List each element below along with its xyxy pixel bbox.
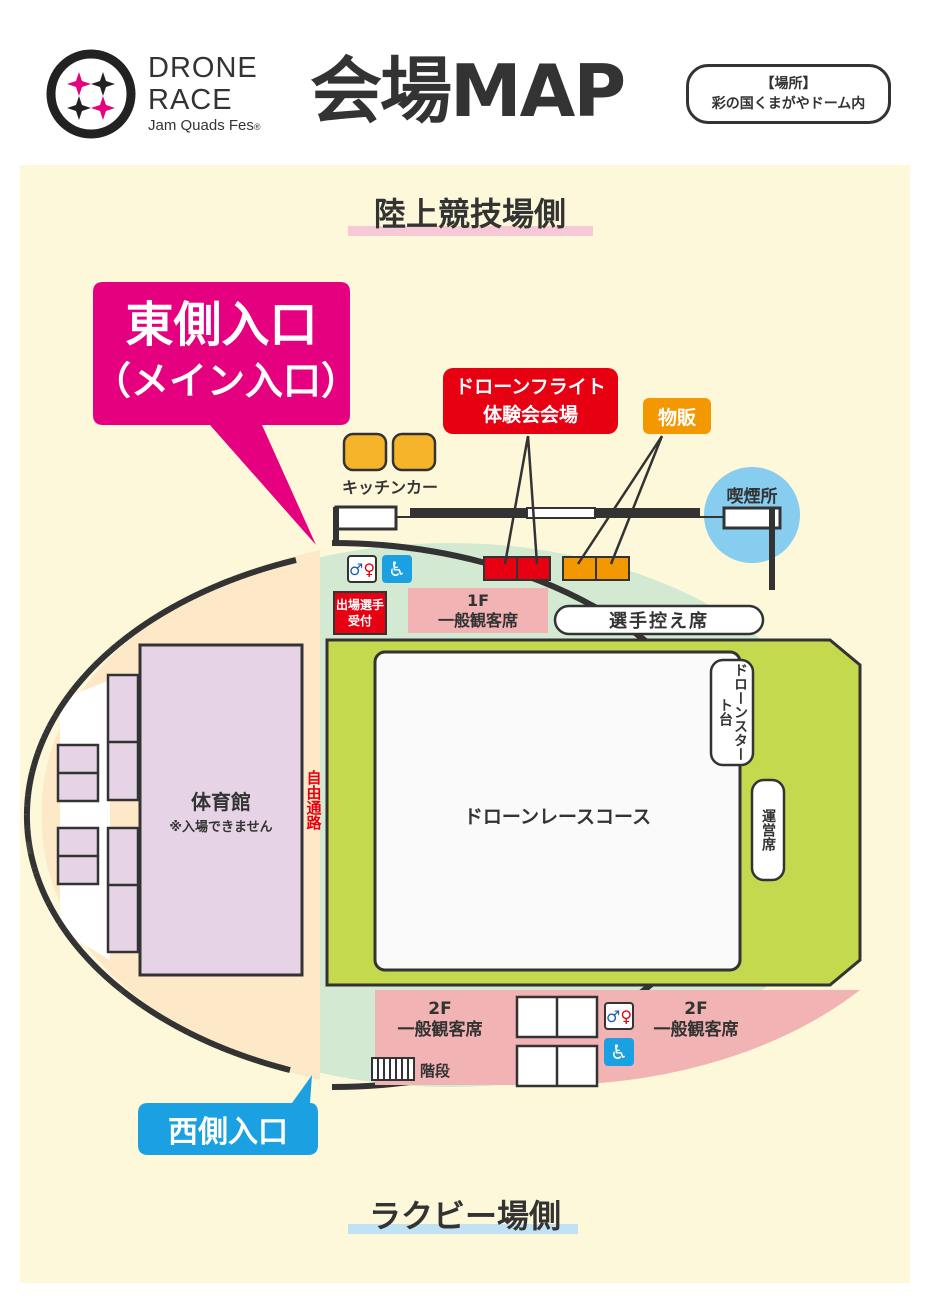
kitchen-car-1 (342, 432, 388, 472)
gym-note: ※入場できません (169, 820, 273, 835)
logo-mark-icon (46, 49, 136, 139)
east-entrance-title: 東側入口 (125, 296, 318, 353)
restroom-icon-2f: ♂♀ (604, 1002, 634, 1030)
free-path-label: 自由通路 (304, 770, 323, 830)
east-entrance-label: 東側入口 （メイン入口） (93, 290, 360, 415)
stairs-label: 階段 (420, 1062, 451, 1080)
east-entrance-subtitle: （メイン入口） (93, 358, 360, 403)
location-value: 彩の国くまがやドーム内 (711, 96, 866, 112)
drone-experience-line2: 体験会会場 (482, 404, 578, 426)
seats-2f-right-floor: 2F (684, 998, 708, 1019)
race-course (373, 650, 742, 972)
kitchen-car-2 (391, 432, 437, 472)
location-label: 【場所】 (760, 76, 817, 92)
smoking-label: 喫煙所 (726, 486, 778, 507)
south-side-label: ラクビー場側 (368, 1197, 561, 1235)
location-box: 【場所】 彩の国くまがやドーム内 (686, 64, 891, 124)
stadium-wall-west (23, 557, 297, 1073)
drone-experience-label: ドローンフライト 体験会会場 (443, 368, 618, 434)
logo-line1: DRONE (148, 52, 258, 84)
page-title: 会場MAP (310, 49, 626, 133)
logo: DRONE RACE Jam Quads Fes® (45, 48, 290, 140)
seats-2f-left-name: 一般観客席 (397, 1019, 483, 1040)
west-outside (60, 680, 110, 960)
stairs-icon (371, 1057, 415, 1081)
logo-subtitle: Jam Quads Fes (148, 117, 254, 134)
registered-mark: ® (253, 122, 261, 132)
logo-line3: Jam Quads Fes® (148, 118, 261, 133)
north-side-label: 陸上競技場側 (373, 195, 566, 233)
seats-2f-right-name: 一般観客席 (653, 1019, 739, 1040)
operations-desk (750, 778, 786, 882)
gym (138, 643, 304, 977)
drone-experience-line1: ドローンフライト (455, 376, 606, 398)
seats-1f-name: 一般観客席 (437, 610, 518, 630)
operations-label: 運営席 (760, 809, 776, 851)
seats-1f-label: 1F 一般観客席 (408, 588, 548, 633)
wheelchair-icon: ♿ (382, 555, 412, 583)
wheelchair-icon-2f: ♿ (604, 1038, 634, 1066)
east-entrance-callout (93, 282, 350, 545)
seats-1f-floor: 1F (466, 590, 490, 610)
kitchen-car-label: キッチンカー (341, 478, 438, 497)
logo-line2: RACE (148, 84, 233, 116)
seats-2f-left-label: 2F 一般観客席 (380, 997, 500, 1042)
restroom-icon: ♂♀ (347, 555, 377, 583)
west-entrance-label: 西側入口 (168, 1115, 288, 1150)
gym-name: 体育館 (191, 790, 251, 814)
merch-label: 物販 (643, 398, 711, 434)
seats-2f-left-floor: 2F (428, 998, 452, 1019)
race-course-label: ドローンレースコース (463, 805, 652, 828)
reception-booth (333, 591, 387, 635)
start-stand (709, 658, 755, 767)
player-seats (553, 604, 765, 636)
start-stand-label: ドローンスタート台 (717, 663, 748, 761)
seats-1f (408, 588, 548, 633)
gym-label: 体育館 ※入場できません (140, 785, 302, 845)
seats-2f-right-label: 2F 一般観客席 (636, 997, 756, 1042)
west-entrance-callout (138, 1075, 318, 1155)
reception-line2: 受付 (347, 614, 372, 628)
reception-line1: 出場選手 (335, 598, 384, 612)
seats-2f-area (375, 990, 860, 1085)
reception-label: 出場選手 受付 (330, 593, 390, 633)
player-seats-label: 選手控え席 (609, 611, 709, 632)
